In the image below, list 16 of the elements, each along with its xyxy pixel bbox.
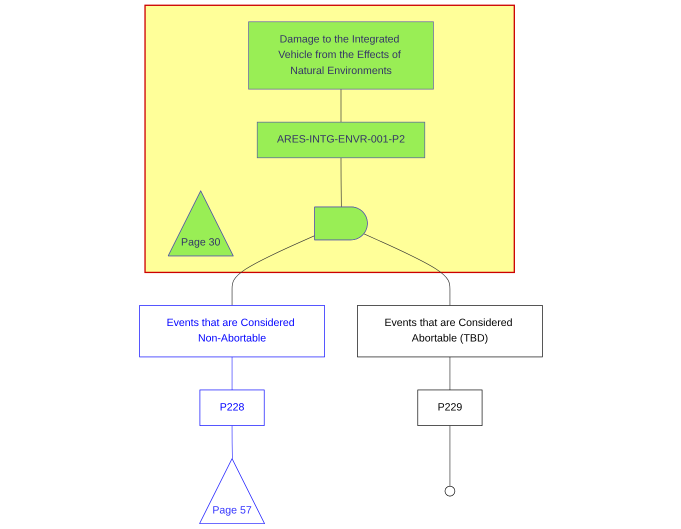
node-box: Events that are Considered Abortable (TBD) bbox=[356, 305, 542, 358]
connector bbox=[340, 88, 341, 122]
connector bbox=[231, 356, 232, 390]
node-circle bbox=[444, 486, 455, 496]
node-box: P229 bbox=[416, 390, 482, 426]
connector bbox=[363, 234, 450, 306]
node-box: Damage to the Integrated Vehicle from the Effects of Natural Environments bbox=[248, 21, 434, 90]
node-box: ARES-INTG-ENVR-001-P2 bbox=[256, 122, 425, 158]
connector bbox=[449, 425, 450, 487]
node-box: Events that are Considered Non-Abortable bbox=[138, 305, 324, 358]
connector bbox=[340, 157, 342, 208]
connector bbox=[231, 425, 232, 460]
connector bbox=[449, 356, 450, 390]
cluster bbox=[144, 4, 514, 274]
connector bbox=[231, 235, 315, 306]
node-box: P228 bbox=[199, 390, 264, 426]
